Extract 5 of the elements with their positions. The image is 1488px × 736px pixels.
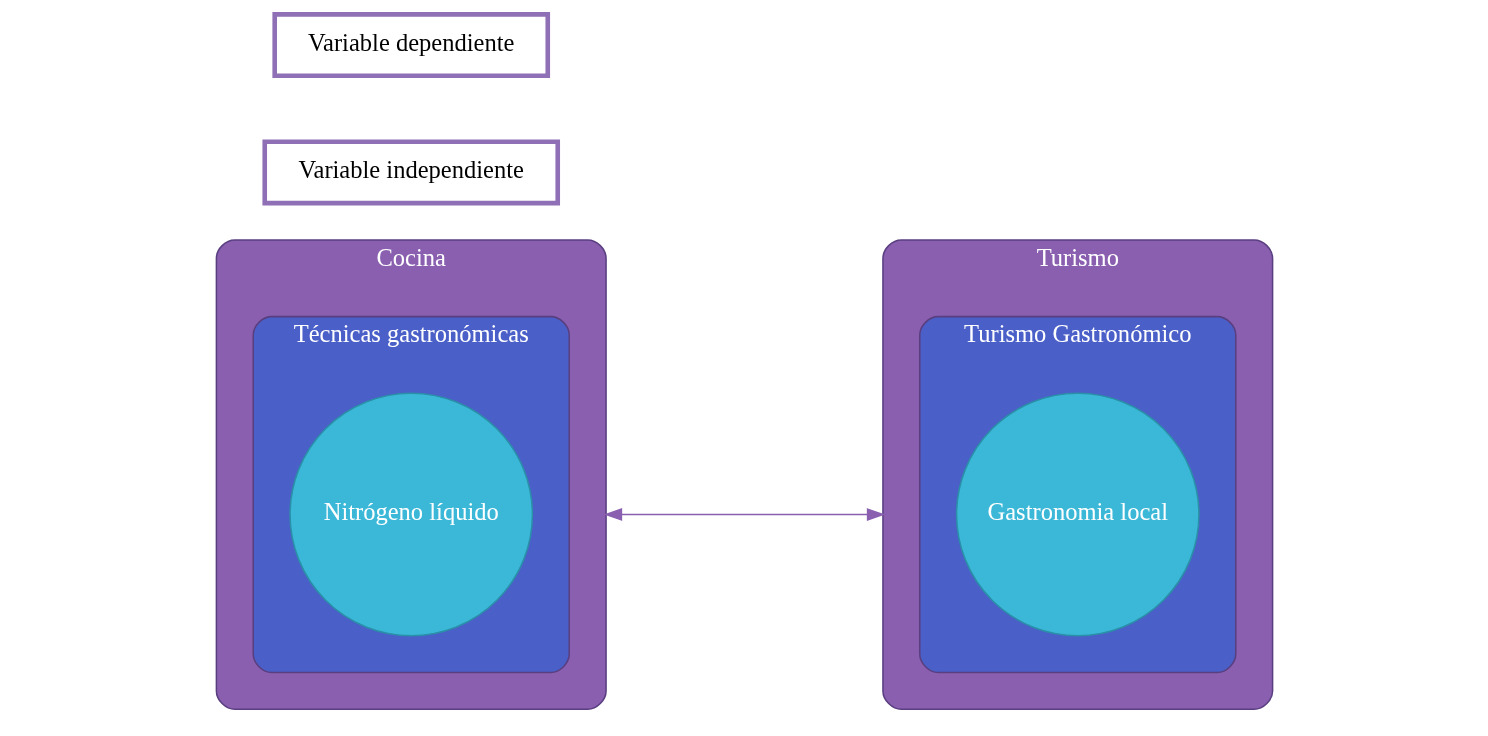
node-circle: Gastronomia local xyxy=(955,392,1200,637)
node-circle: Nitrógeno líquido xyxy=(288,392,533,637)
arrow xyxy=(603,508,885,521)
node-box: Variable dependiente xyxy=(271,12,550,79)
node-box: Variable independiente xyxy=(261,139,560,206)
